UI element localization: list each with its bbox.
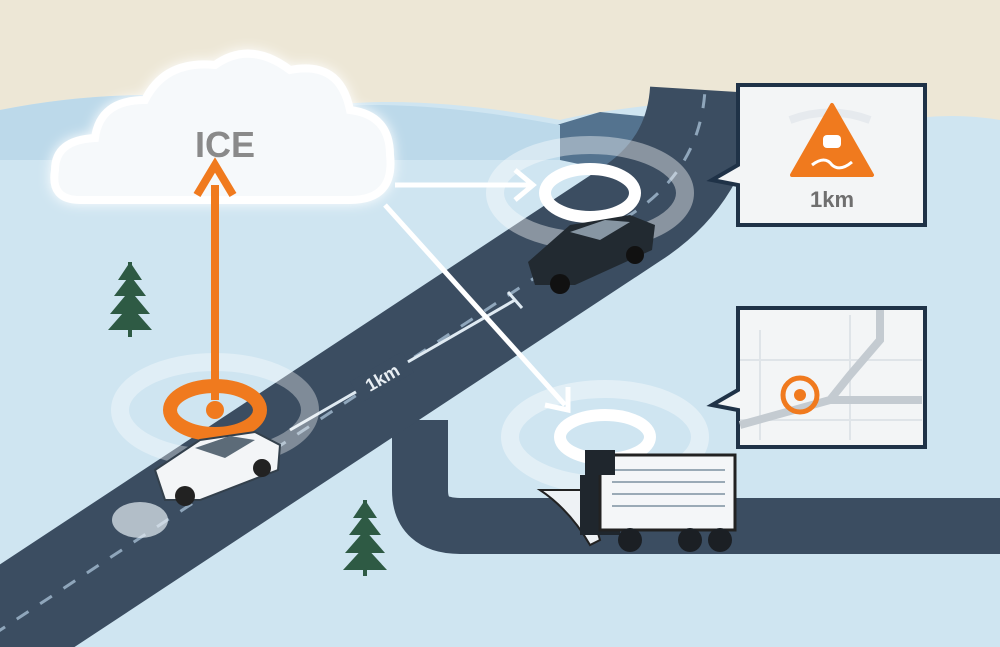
map-callout [706, 306, 927, 449]
slippery-road-warning-icon [790, 103, 874, 177]
tree-icon [108, 262, 152, 337]
main-road [0, 84, 760, 647]
tree-icon [343, 500, 387, 576]
cloud-label: ICE [195, 124, 255, 165]
warning-callout: 1km [706, 83, 927, 227]
cloud [50, 49, 395, 204]
black-car [528, 215, 655, 294]
side-road [392, 420, 1000, 554]
snow-plow-truck [536, 450, 737, 552]
broadcast-arrow-car [395, 168, 537, 202]
white-car [112, 430, 282, 538]
warning-distance: 1km [810, 187, 854, 212]
broadcast-arrow-plow [383, 203, 571, 414]
map-location-pin-icon [780, 375, 820, 415]
upload-arrow [193, 157, 237, 400]
